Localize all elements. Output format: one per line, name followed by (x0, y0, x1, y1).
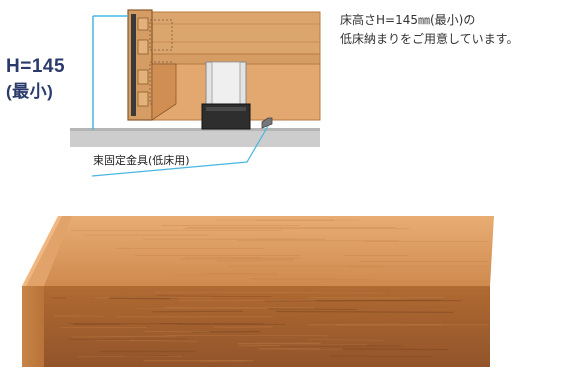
sample-board-end (22, 286, 44, 367)
ground-slab (70, 130, 320, 147)
floor-height-note-line2: 低床納まりをご用意しています。 (340, 31, 518, 48)
sample-board (22, 216, 494, 367)
deck-board (150, 12, 320, 54)
height-min-label: (最小) (6, 77, 53, 102)
fixing-bracket-label: 束固定金具(低床用) (93, 152, 190, 168)
height-value-label: H=145 (6, 56, 65, 78)
sample-board-top (26, 216, 494, 286)
floor-height-note-line1: 床高さH=145㎜(最小)の (340, 12, 475, 29)
ground-slab-top (70, 128, 320, 131)
